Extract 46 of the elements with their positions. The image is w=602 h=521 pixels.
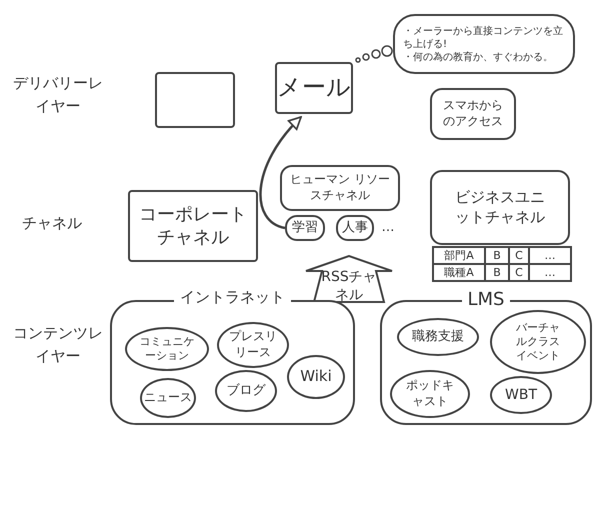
table-cell: C — [509, 264, 529, 281]
table-cell: 職種A — [433, 264, 485, 281]
node-text: バーチャルクラスイベント — [515, 320, 561, 364]
node-text: メール — [277, 72, 351, 104]
node-text: コーポレートチャネル — [138, 202, 248, 250]
ellipsis-text: … — [380, 219, 396, 237]
channel-box — [430, 170, 570, 245]
node-text: ポッドキャスト — [405, 378, 455, 410]
node-text: ブログ — [226, 382, 266, 400]
node-text: RSSチャネル — [320, 268, 378, 304]
table-cell: C — [509, 247, 529, 264]
node-text: プレスリリース — [228, 329, 278, 361]
rounded-box — [155, 72, 235, 128]
node-text: 人事 — [342, 220, 368, 236]
node-text: ヒューマン リソースチャネル — [290, 172, 390, 204]
node-text: 職務支援 — [412, 328, 464, 346]
node-text: WBT — [505, 386, 537, 404]
node-text: ビジネスユニットチャネル — [454, 188, 546, 227]
table-cell: … — [529, 264, 571, 281]
note-text: ・メーラーから直接コンテンツを立ち上げる! — [403, 24, 564, 50]
content-ellipse — [217, 322, 289, 368]
small-box — [285, 215, 325, 241]
thought-bubble — [393, 14, 575, 74]
small-box — [336, 215, 374, 241]
note-text: ・何の為の教育か、すぐわかる。 — [403, 50, 554, 64]
node-text: Wiki — [300, 367, 332, 387]
node-text: 学習 — [292, 220, 318, 236]
content-ellipse — [140, 378, 196, 418]
content-ellipse — [390, 370, 470, 418]
table-cell: B — [485, 247, 509, 264]
node-text: ニュース — [144, 390, 192, 406]
table-cell: … — [529, 247, 571, 264]
mail-box — [275, 62, 353, 114]
curved-arrow — [259, 116, 302, 230]
channel-box — [280, 165, 400, 211]
node-text: スマホからのアクセス — [443, 98, 503, 130]
layer-label: デリバリーレイヤー — [12, 73, 104, 116]
rounded-box — [430, 88, 516, 140]
channel-box — [128, 190, 258, 262]
content-ellipse — [287, 355, 345, 399]
layer-label: コンテンツレイヤー — [12, 323, 104, 366]
layer-label: チャネル — [21, 213, 83, 234]
table-cell: B — [485, 264, 509, 281]
content-ellipse — [490, 310, 586, 374]
table-cell: 部門A — [433, 247, 485, 264]
node-text: コミュニケーション — [138, 334, 196, 364]
